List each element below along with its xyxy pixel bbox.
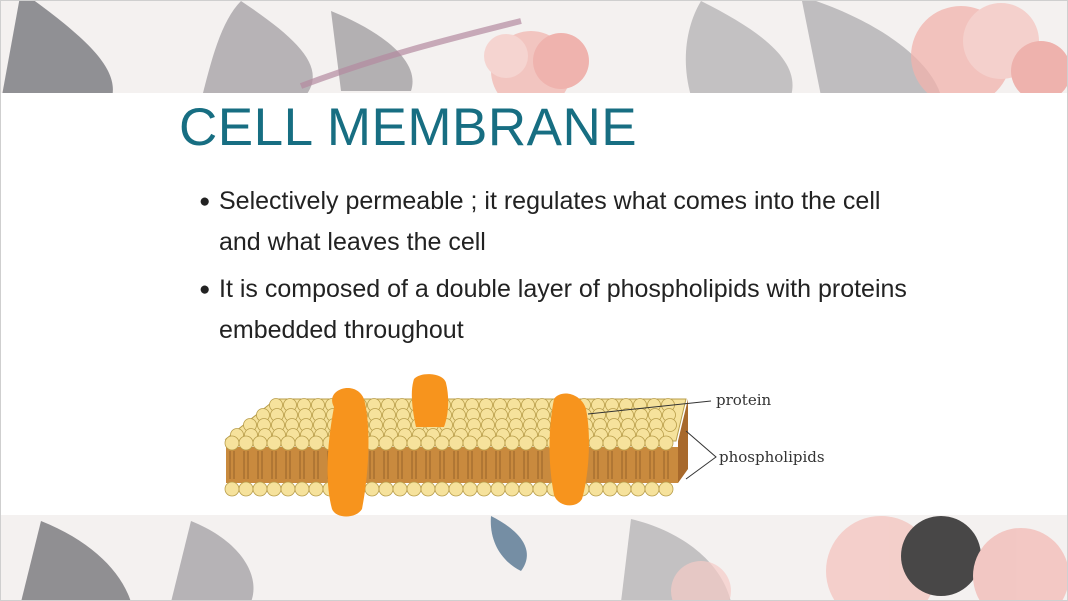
phospholipid-head — [406, 481, 422, 497]
phospholipid-head — [504, 481, 520, 497]
phospholipid-head — [532, 435, 548, 451]
leaf-shape — [490, 516, 527, 571]
phospholipid-head — [406, 435, 422, 451]
bullet-list: ● Selectively permeable ; it regulates w… — [197, 181, 917, 357]
phospholipid-head — [630, 481, 646, 497]
phospholipid-head — [658, 481, 674, 497]
phospholipid-head — [504, 435, 520, 451]
protein-pointer-line — [587, 400, 712, 415]
protein-integral — [549, 393, 589, 506]
phospholipid-head — [518, 435, 534, 451]
phospholipid-head — [462, 435, 478, 451]
protein-label: protein — [716, 391, 772, 409]
phospholipid-head — [420, 481, 436, 497]
phospholipid-head — [462, 481, 478, 497]
bullet-icon: ● — [199, 191, 211, 212]
leaf-shape — [201, 1, 313, 101]
flower-shape — [484, 31, 589, 111]
bullet-text: Selectively permeable ; it regulates wha… — [219, 187, 881, 256]
leaf-shape — [21, 521, 131, 600]
phospholipid-head — [308, 435, 324, 451]
phospholipid-head — [630, 435, 646, 451]
phospholipid-head — [602, 435, 618, 451]
phospholipid-head — [294, 435, 310, 451]
bullet-text: It is composed of a double layer of phos… — [219, 275, 907, 344]
bullet-icon: ● — [199, 279, 211, 300]
phospholipid-head — [602, 481, 618, 497]
phospholipid-head — [420, 435, 436, 451]
phospholipid-head — [476, 435, 492, 451]
phospholipids-label: phospholipids — [719, 448, 825, 466]
membrane-side-face — [678, 399, 688, 483]
leaf-shape — [171, 521, 254, 600]
phospholipid-head — [308, 481, 324, 497]
phospholipid-head — [476, 481, 492, 497]
phospholipid-head — [392, 435, 408, 451]
stem-shape — [299, 18, 522, 89]
membrane-body — [224, 374, 688, 517]
phospholipid-head — [490, 435, 506, 451]
cell-membrane-diagram: protein phospholipids — [224, 374, 825, 517]
phospholipid-head — [588, 481, 604, 497]
phospholipid-head — [266, 435, 282, 451]
phospholipid-head — [224, 481, 240, 497]
phospholipid-head — [434, 435, 450, 451]
phospholipid-head — [532, 481, 548, 497]
phospholipid-head — [378, 435, 394, 451]
bullet-item: ● Selectively permeable ; it regulates w… — [197, 181, 917, 263]
phospholipid-head — [616, 481, 632, 497]
phospholipid-head — [663, 418, 677, 432]
slide-title: CELL MEMBRANE — [179, 98, 638, 157]
phospholipid-head — [644, 435, 660, 451]
phospholipid-head — [224, 435, 240, 451]
phospholipid-head — [448, 435, 464, 451]
phospholipid-head — [588, 435, 604, 451]
phospholipid-head — [616, 435, 632, 451]
phospholipid-head — [266, 481, 282, 497]
flower-shape — [671, 516, 1067, 600]
phospholipid-head — [294, 481, 310, 497]
protein-peripheral — [411, 374, 449, 427]
phospholipid-head — [238, 481, 254, 497]
phospholipid-head — [658, 435, 674, 451]
leaf-shape — [1, 1, 113, 101]
phospholipid-bracket — [685, 430, 717, 480]
phospholipid-head — [364, 481, 380, 497]
phospholipid-head — [644, 481, 660, 497]
flower-shape — [911, 3, 1067, 106]
lipid-tail-layer — [226, 447, 678, 483]
phospholipid-head — [448, 481, 464, 497]
phospholipid-head — [280, 481, 296, 497]
bullet-item: ● It is composed of a double layer of ph… — [197, 269, 917, 351]
phospholipid-head — [252, 435, 268, 451]
phospholipid-head — [280, 435, 296, 451]
protein-channel — [327, 387, 369, 517]
phospholipid-head — [518, 481, 534, 497]
phospholipid-head — [378, 481, 394, 497]
leaf-shape — [685, 1, 793, 96]
phospholipid-head — [490, 481, 506, 497]
phospholipid-head — [392, 481, 408, 497]
leaf-shape — [802, 1, 941, 96]
phospholipid-head — [238, 435, 254, 451]
phospholipid-head — [252, 481, 268, 497]
phospholipid-head — [434, 481, 450, 497]
